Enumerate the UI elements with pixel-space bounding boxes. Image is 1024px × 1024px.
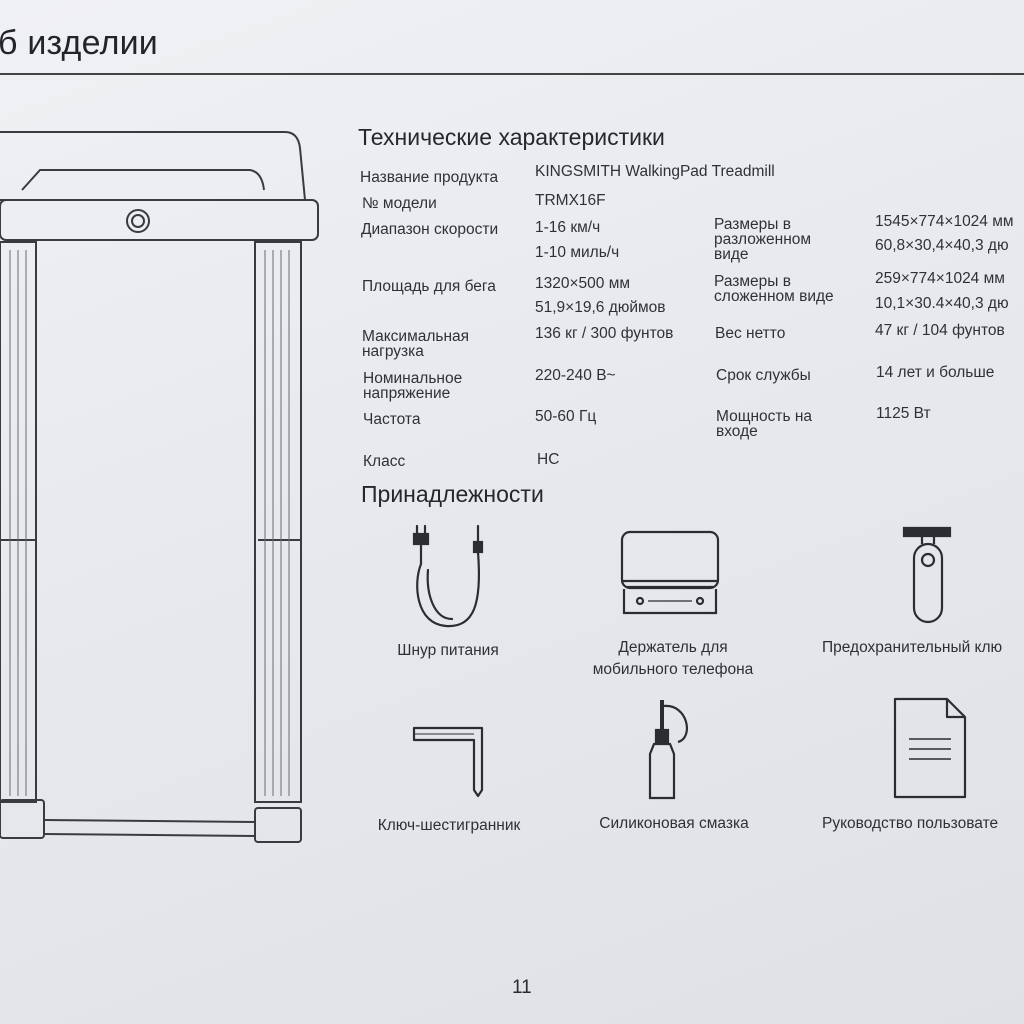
spec-label-product-name: Название продукта [360, 169, 499, 186]
accessory-label-user-manual: Руководство пользовате [822, 815, 999, 832]
spec-value-unfolded-size-mm: 1545×774×1024 мм [875, 213, 1014, 230]
spec-label-frequency: Частота [363, 411, 421, 428]
spec-label-running-area: Площадь для бега [362, 278, 496, 295]
spec-value-service-life: 14 лет и больше [876, 364, 995, 381]
hex-key-icon [412, 726, 484, 798]
accessory-label-hex-key: Ключ-шестигранник [377, 817, 521, 834]
accessory-label-safety-key: Предохранительный клю [822, 639, 1003, 656]
spec-label-input-power: Мощность на входе [716, 408, 813, 440]
power-cord-icon [412, 524, 484, 628]
spec-label-unfolded-size: Размеры в разложенном виде [714, 216, 812, 263]
accessory-label-phone-holder: Держатель для мобильного телефона [592, 639, 754, 678]
safety-key-icon [902, 526, 952, 624]
spec-value-speed-kmh: 1-16 км/ч [535, 219, 601, 236]
spec-label-rated-voltage: Номинальное напряжение [363, 370, 463, 402]
page-header-title: б изделии [0, 24, 158, 62]
spec-value-folded-size-in: 10,1×30.4×40,3 дю [875, 295, 1009, 312]
spec-value-unfolded-size-in: 60,8×30,4×40,3 дю [875, 237, 1009, 254]
spec-value-speed-mph: 1-10 миль/ч [535, 244, 620, 261]
header-divider [0, 73, 1024, 75]
spec-value-running-area-mm: 1320×500 мм [535, 275, 631, 292]
accessory-label-power-cord: Шнур питания [397, 642, 499, 659]
spec-value-rated-voltage: 220-240 В~ [535, 367, 616, 384]
spec-label-max-load: Максимальная нагрузка [362, 328, 470, 360]
spec-label-speed-range: Диапазон скорости [361, 221, 499, 238]
spec-label-folded-size: Размеры в сложенном виде [714, 273, 834, 305]
spec-value-net-weight: 47 кг / 104 фунтов [875, 322, 1005, 339]
spec-value-product-name: KINGSMITH WalkingPad Treadmill [535, 163, 775, 180]
specs-title: Технические характеристики [358, 124, 665, 150]
spec-value-model: TRMX16F [535, 192, 606, 209]
accessory-label-silicone-lube: Силиконовая смазка [599, 815, 749, 832]
spec-value-input-power: 1125 Вт [876, 405, 931, 422]
spec-label-class: Класс [363, 453, 406, 470]
accessories-title: Принадлежности [361, 481, 544, 507]
silicone-lube-icon [648, 700, 688, 800]
treadmill-illustration [0, 131, 319, 843]
phone-holder-icon [620, 530, 720, 615]
spec-value-class: HC [537, 451, 560, 468]
spec-value-folded-size-mm: 259×774×1024 мм [875, 270, 1005, 287]
spec-value-max-load: 136 кг / 300 фунтов [535, 325, 674, 342]
spec-label-model: № модели [362, 195, 437, 212]
spec-value-frequency: 50-60 Гц [535, 408, 597, 425]
page-number: 11 [512, 977, 532, 998]
spec-value-running-area-in: 51,9×19,6 дюймов [535, 299, 666, 316]
spec-label-net-weight: Вес нетто [715, 325, 786, 342]
user-manual-icon [893, 697, 967, 799]
spec-label-service-life: Срок службы [716, 367, 811, 384]
